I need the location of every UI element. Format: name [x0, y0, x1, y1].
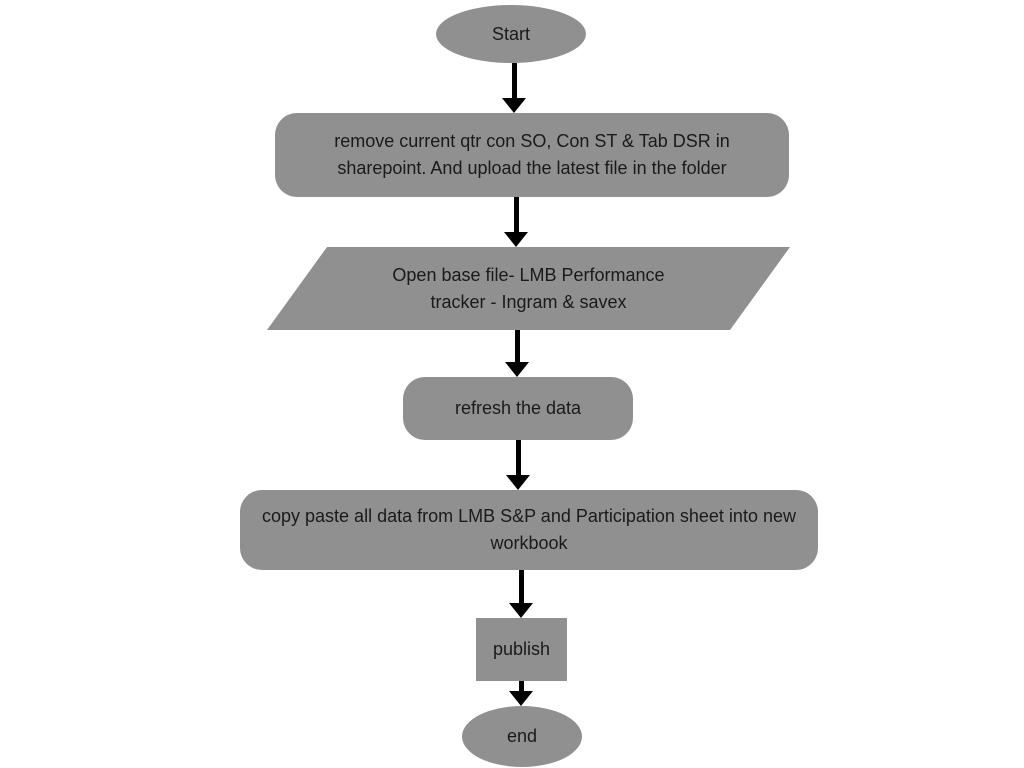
- arrow-shaft: [513, 197, 519, 232]
- node-label: remove current qtr con SO, Con ST & Tab …: [334, 131, 730, 178]
- flow-arrow: [509, 570, 533, 618]
- process-node-copy-paste: copy paste all data from LMB S&P and Par…: [240, 490, 818, 570]
- arrow-head-icon: [505, 362, 529, 377]
- flow-arrow: [504, 197, 528, 247]
- start-node: Start: [436, 5, 586, 63]
- flow-arrow: [505, 330, 529, 377]
- arrow-shaft: [518, 681, 524, 691]
- arrow-head-icon: [509, 691, 533, 706]
- node-label: copy paste all data from LMB S&P and Par…: [262, 506, 796, 553]
- process-node-publish: publish: [476, 618, 567, 681]
- arrow-head-icon: [506, 475, 530, 490]
- process-node-remove-upload: remove current qtr con SO, Con ST & Tab …: [275, 113, 789, 197]
- process-node-refresh-data: refresh the data: [403, 377, 633, 440]
- arrow-shaft: [518, 570, 524, 603]
- arrow-head-icon: [509, 603, 533, 618]
- flow-arrow: [509, 681, 533, 706]
- arrow-head-icon: [504, 232, 528, 247]
- node-label: Open base file- LMB Performance tracker …: [392, 264, 665, 312]
- node-label: refresh the data: [454, 398, 582, 418]
- arrow-shaft: [511, 63, 517, 98]
- arrow-head-icon: [502, 98, 526, 113]
- flow-arrow: [506, 440, 530, 490]
- node-label: end: [506, 726, 538, 746]
- node-label: publish: [492, 639, 551, 659]
- arrow-shaft: [515, 440, 521, 475]
- end-node: end: [462, 706, 582, 767]
- io-node-open-base-file: Open base file- LMB Performance tracker …: [267, 247, 790, 330]
- node-label: Start: [491, 23, 530, 44]
- flow-arrow: [502, 63, 526, 113]
- arrow-shaft: [514, 330, 520, 362]
